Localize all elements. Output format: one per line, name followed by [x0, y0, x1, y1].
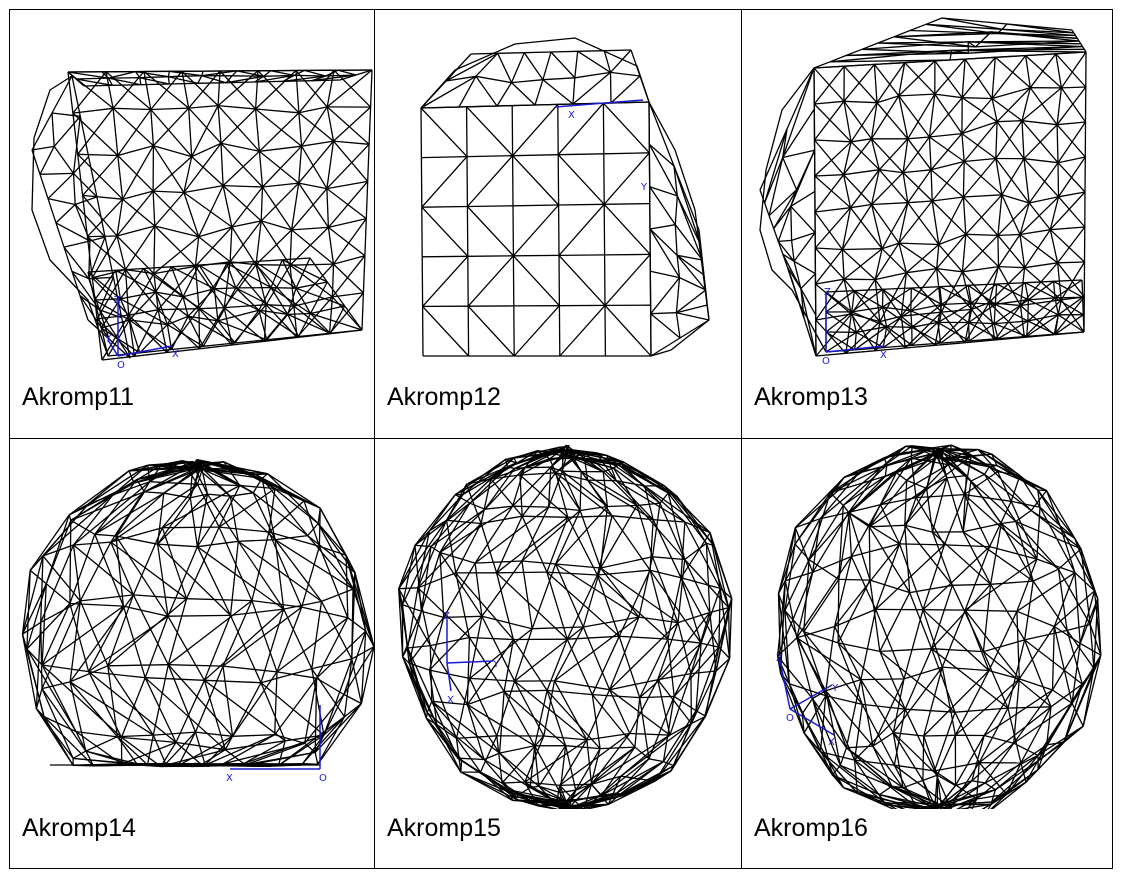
axis-label-origin: O	[786, 713, 794, 724]
caption-akromp11: Akromp11	[22, 383, 135, 411]
wireframe-akromp11: Z Y X O	[31, 69, 373, 371]
axis-label-origin: O	[822, 356, 830, 367]
caption-akromp14: Akromp14	[22, 814, 136, 842]
axis-label-y: Y	[492, 659, 500, 670]
axis-label-y: Y	[831, 683, 839, 694]
wireframe-akromp16: Z Y X O	[776, 444, 1102, 809]
panel-akromp16: Z Y X O Akromp16	[741, 438, 1113, 869]
axes-akromp11: Z Y X O	[104, 295, 179, 371]
axes-akromp14: X O	[226, 705, 327, 784]
caption-akromp15: Akromp15	[387, 814, 501, 842]
caption-akromp16: Akromp16	[754, 814, 868, 842]
axes-akromp12: X Y	[554, 99, 648, 193]
axis-label-z: Z	[824, 287, 831, 298]
wireframe-akromp15: Z Y X	[398, 444, 733, 809]
axis-label-y: Y	[640, 182, 648, 193]
figure-grid: Z Y X O Akromp11 X Y Akromp12	[9, 9, 1113, 869]
axis-label-x: X	[226, 773, 233, 784]
panel-akromp14: X O Akromp14	[9, 438, 375, 869]
axis-label-y: Y	[104, 334, 112, 345]
panel-akromp13: Z X O Akromp13	[741, 9, 1113, 439]
axis-label-z: Z	[776, 653, 783, 664]
panel-akromp12: X Y Akromp12	[374, 9, 742, 439]
axes-akromp13: Z X O	[822, 287, 887, 367]
axis-label-origin: O	[319, 773, 327, 784]
axis-label-x: X	[880, 350, 887, 361]
caption-akromp13: Akromp13	[754, 383, 868, 411]
axis-label-origin: O	[117, 360, 125, 371]
axis-label-x: X	[828, 737, 835, 748]
wireframe-akromp13: Z X O	[759, 17, 1087, 367]
axis-label-z: Z	[443, 611, 450, 622]
axis-label-x: X	[447, 695, 454, 706]
axes-akromp15: Z Y X	[443, 611, 500, 706]
axes-akromp16: Z Y X O	[776, 653, 839, 748]
panel-akromp15: Z Y X Akromp15	[374, 438, 742, 869]
wireframe-akromp12: X Y	[420, 37, 710, 357]
wireframe-akromp14: X O	[21, 458, 374, 784]
panel-akromp11: Z Y X O Akromp11	[9, 9, 375, 439]
axis-label-z: Z	[114, 295, 121, 306]
caption-akromp12: Akromp12	[387, 383, 501, 411]
axis-label-x: X	[172, 349, 179, 360]
axis-label-x: X	[568, 110, 575, 121]
